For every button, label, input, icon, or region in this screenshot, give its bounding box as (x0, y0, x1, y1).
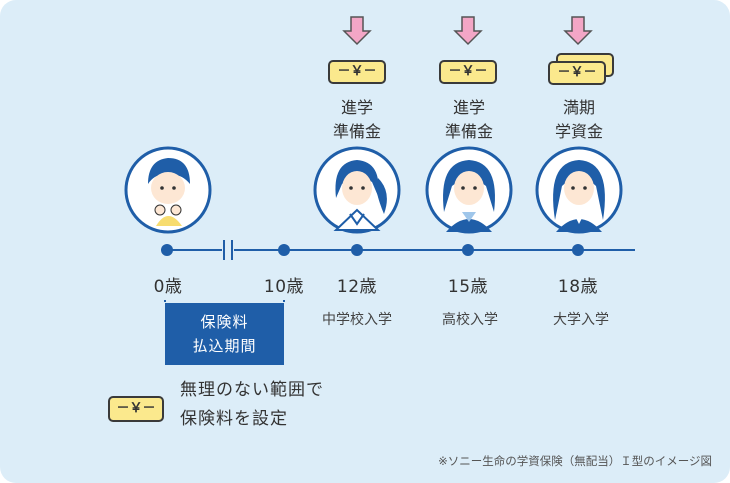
event-label-15: 高校入学 (442, 312, 498, 328)
timeline-dot-10 (278, 244, 290, 256)
age-label-0: 0歳 (153, 277, 183, 297)
yen-coin-legend-icon: －￥－ (108, 396, 164, 422)
student-12-portrait (313, 146, 401, 234)
yen-coin-icon-3: －￥－ (548, 61, 606, 85)
age-label-15: 15歳 (447, 277, 489, 297)
benefit-label-12: 進学準備金 (332, 98, 381, 141)
timeline-dot-0 (161, 244, 173, 256)
age-label-12: 12歳 (336, 277, 378, 297)
benefit-label-18: 満期学資金 (554, 98, 603, 141)
timeline-dot-12 (351, 244, 363, 256)
age-label-18: 18歳 (557, 277, 599, 297)
benefit-label-15: 進学準備金 (444, 98, 493, 141)
arrow-down-icon-2 (453, 16, 483, 46)
yen-coin-icon-1: －￥－ (328, 60, 386, 84)
timeline-dot-15 (462, 244, 474, 256)
event-label-18: 大学入学 (553, 312, 609, 328)
timeline-dot-18 (572, 244, 584, 256)
age-label-10: 10歳 (263, 277, 305, 297)
payment-period-box: 保険料払込期間 (165, 303, 284, 365)
footnote: ※ソニー生命の学資保険（無配当）Ｉ型のイメージ図 (438, 454, 712, 468)
student-18-portrait (535, 146, 623, 234)
baby-portrait (124, 146, 212, 234)
payment-period-dashes (164, 300, 285, 304)
arrow-down-icon-3 (563, 16, 593, 46)
student-15-portrait (425, 146, 513, 234)
arrow-down-icon-1 (342, 16, 372, 46)
legend-text: 無理のない範囲で保険料を設定 (180, 380, 324, 429)
event-label-12: 中学校入学 (322, 312, 392, 328)
yen-coin-icon-2: －￥－ (439, 60, 497, 84)
